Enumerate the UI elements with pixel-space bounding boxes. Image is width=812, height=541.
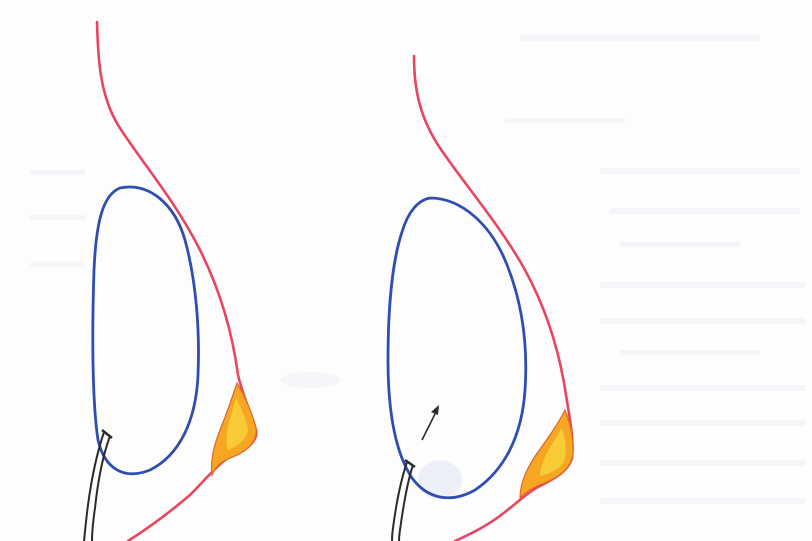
right-insertion-instrument <box>392 460 415 541</box>
right-panel <box>388 56 573 541</box>
left-insertion-instrument <box>84 430 112 541</box>
left-nipple <box>211 383 256 475</box>
left-implant-outline <box>93 187 199 474</box>
bleed-through-texture <box>30 35 805 504</box>
right-implant-outline <box>388 198 526 498</box>
left-skin-contour <box>97 22 256 541</box>
right-direction-arrow <box>422 405 439 440</box>
left-panel <box>84 22 256 541</box>
right-nipple <box>520 410 573 498</box>
